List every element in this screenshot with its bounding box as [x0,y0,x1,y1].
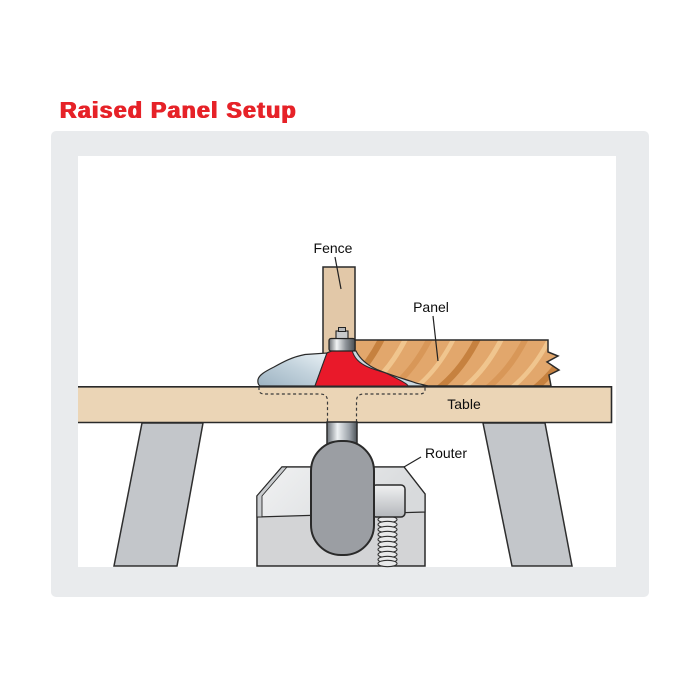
hidden-bit-outline [258,387,426,422]
bit-bearing-nut [335,330,349,340]
fence-label: Fence [314,240,353,256]
bit-back-wing [257,352,328,387]
label-pointer-lines [334,256,439,468]
table-top [78,386,612,423]
panel-pointer-line [432,315,439,362]
table-label: Table [447,396,481,412]
router-motor [310,440,375,556]
clamp-chamfer-face [256,466,288,518]
router-label: Router [425,445,467,461]
page-title: Raised Panel Setup [60,97,297,123]
fence-pointer-line [334,256,342,290]
bit-bearing-cap [338,327,346,332]
router-pointer-line [403,456,422,468]
clamp-screw-knob [371,484,406,518]
bit-bearing [328,337,356,352]
table-leg-right [482,422,573,567]
bit-red-cutter [314,349,409,387]
panel-label: Panel [413,299,449,315]
table-leg-left [113,422,204,567]
clamp-screw-thread [377,515,398,568]
